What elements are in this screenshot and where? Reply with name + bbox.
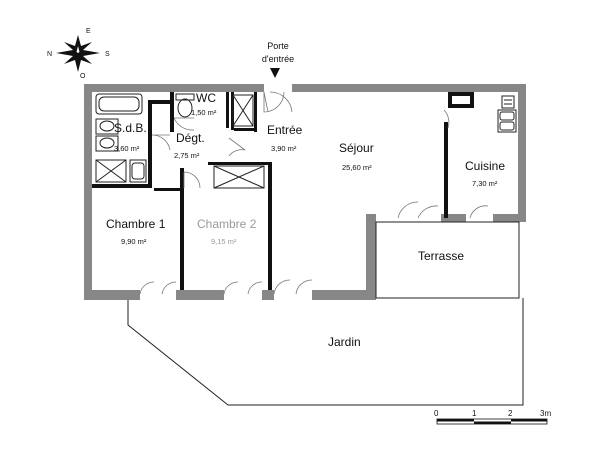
compass-west-label: O xyxy=(80,73,86,80)
room-chambre1-area: 9,90 m² xyxy=(121,237,147,246)
entrance-door xyxy=(263,91,285,113)
degt-door xyxy=(228,137,246,157)
living-window xyxy=(273,279,313,295)
room-labels: S.d.B. 3,60 m² WC 1,50 m² Dégt. 2,75 m² … xyxy=(106,91,505,349)
washbasin-icon xyxy=(95,118,119,152)
compass-star-icon xyxy=(56,35,100,72)
compass-north-label: N xyxy=(47,51,52,58)
room-chambre2-area: 9,15 m² xyxy=(211,237,237,246)
room-wc-area: 1,50 m² xyxy=(191,108,217,117)
room-chambre1-name: Chambre 1 xyxy=(106,217,166,231)
wc-door xyxy=(173,117,195,131)
room-jardin-name: Jardin xyxy=(328,335,361,349)
chambre1-door xyxy=(183,171,201,189)
room-degt-name: Dégt. xyxy=(176,131,205,145)
living-door xyxy=(397,201,439,219)
scale-label-0: 0 xyxy=(434,409,439,418)
fixtures xyxy=(95,93,517,189)
room-cuisine-area: 7,30 m² xyxy=(472,179,498,188)
scale-label-2: 2 xyxy=(508,409,513,418)
terrace-outline xyxy=(375,221,520,299)
room-sejour-name: Séjour xyxy=(339,141,374,155)
kitchen-door xyxy=(443,109,450,129)
bath-cabinet-icon xyxy=(95,159,127,183)
room-entree-name: Entrée xyxy=(267,123,303,137)
bath-unit-icon xyxy=(129,159,147,183)
room-sejour-area: 25,60 m² xyxy=(342,163,372,172)
entrance-arrow-icon xyxy=(270,68,280,78)
wardrobe-icon xyxy=(213,165,265,189)
doors xyxy=(139,91,489,295)
room-cuisine-name: Cuisine xyxy=(465,159,505,173)
room-chambre2-name: Chambre 2 xyxy=(197,217,257,231)
scale-bar: 0 1 2 3m xyxy=(434,409,551,425)
chambre2-window xyxy=(223,281,263,295)
room-degt-area: 2,75 m² xyxy=(174,151,200,160)
garden-outline xyxy=(127,298,524,406)
bathroom-door xyxy=(151,134,171,151)
scale-label-1: 1 xyxy=(472,409,477,418)
exterior-walls xyxy=(84,84,526,300)
interior-walls xyxy=(92,92,474,290)
compass-south-label: S xyxy=(105,51,110,58)
kitchen-sink-icon xyxy=(497,109,517,133)
room-sdb-name: S.d.B. xyxy=(114,121,147,135)
room-sdb-area: 3,60 m² xyxy=(114,144,140,153)
wc-cupboard-icon xyxy=(232,94,254,127)
room-entree-area: 3,90 m² xyxy=(271,144,297,153)
chambre1-window xyxy=(139,281,177,295)
toilet-icon xyxy=(175,93,195,118)
compass-rose: N E S O xyxy=(47,28,110,80)
kitchen-hob-icon xyxy=(501,95,515,109)
scale-label-3: 3m xyxy=(540,409,551,418)
compass-east-label: E xyxy=(86,28,91,35)
room-terrasse-name: Terrasse xyxy=(418,249,464,263)
entrance-label-line2: d'entrée xyxy=(262,54,294,64)
bathtub-icon xyxy=(95,93,143,115)
kitchen-terrace-door xyxy=(469,205,489,219)
entrance-label-line1: Porte xyxy=(267,41,289,51)
room-wc-name: WC xyxy=(196,91,216,105)
